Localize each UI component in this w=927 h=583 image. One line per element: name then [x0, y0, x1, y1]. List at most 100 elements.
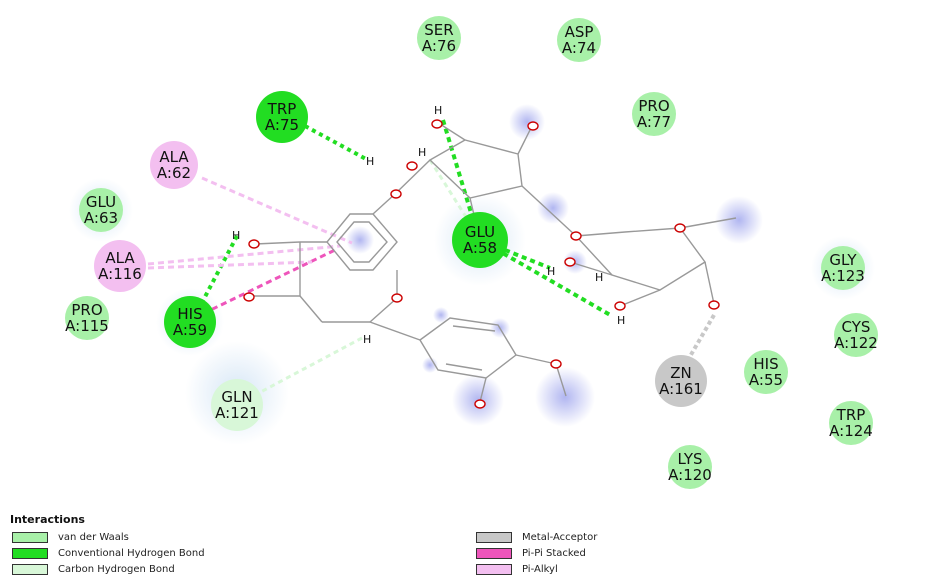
residue-disc — [65, 296, 109, 340]
oxygen-atoms — [243, 119, 720, 409]
interaction-diagram: H H H H H H H H SERA:76ASPA:74PROA:77TRP… — [65, 16, 878, 489]
hydrogen-atoms: H H H H H H H H — [232, 104, 625, 346]
residue-name: TRP — [267, 100, 297, 118]
legend-item-metal: Metal-Acceptor — [476, 530, 597, 544]
legend-label: van der Waals — [58, 531, 129, 543]
residue-name: HIS — [177, 305, 202, 323]
residue-disc — [557, 18, 601, 62]
legend-label: Carbon Hydrogen Bond — [58, 563, 175, 575]
residue-disc — [164, 296, 216, 348]
legend-item-vdw: van der Waals — [12, 530, 129, 544]
residue-chain-number: A:55 — [749, 371, 783, 389]
residue-name: GLN — [221, 388, 252, 406]
residue-disc — [211, 379, 263, 431]
residue-name: ZN — [670, 364, 692, 382]
hbond-his59 — [195, 235, 239, 313]
residue-disc — [256, 91, 308, 143]
legend-swatch-metal — [476, 531, 512, 543]
legend-item-pipi: Pi-Pi Stacked — [476, 546, 586, 560]
residue-name: HIS — [753, 355, 778, 373]
residue-disc — [821, 246, 865, 290]
ligand — [250, 123, 737, 403]
h-atom: H — [232, 229, 240, 242]
residue-disc — [632, 92, 676, 136]
legend-swatch-pialkyl — [476, 563, 512, 575]
pipi-his59 — [193, 248, 336, 320]
residue-chain-number: A:58 — [463, 239, 497, 257]
residue-disc — [452, 212, 508, 268]
residue-name: LYS — [677, 450, 702, 468]
residue-chain-number: A:123 — [821, 267, 865, 285]
legend-label: Conventional Hydrogen Bond — [58, 547, 205, 559]
h-atom: H — [418, 146, 426, 159]
hbond-trp75 — [304, 124, 367, 161]
legend-label: Pi-Pi Stacked — [522, 547, 586, 559]
legend-title: Interactions — [10, 513, 85, 526]
residue-chain-number: A:77 — [637, 113, 671, 131]
legend-item-hbond: Conventional Hydrogen Bond — [12, 546, 205, 560]
legend-swatch-pipi — [476, 547, 512, 559]
h-atom: H — [363, 333, 371, 346]
pialkyl-ala116 — [147, 244, 341, 266]
legend-label: Pi-Alkyl — [522, 563, 558, 575]
residue-name: PRO — [638, 97, 669, 115]
legend-item-pialkyl: Pi-Alkyl — [476, 562, 558, 576]
pialkyl-ala116b — [147, 260, 313, 270]
residue-disc — [829, 401, 873, 445]
residue-name: ALA — [105, 249, 135, 267]
residue-chain-number: A:116 — [98, 265, 142, 283]
residue-disc — [744, 350, 788, 394]
chbond-gln121 — [254, 336, 363, 397]
residue-disc — [655, 355, 707, 407]
residue-name: PRO — [71, 301, 102, 319]
residue-disc — [668, 445, 712, 489]
hbond-glu58-h3 — [479, 238, 613, 318]
residue-name: ASP — [565, 23, 594, 41]
legend-swatch-chbond — [12, 563, 48, 575]
h-atom: H — [366, 155, 374, 168]
residue-disc — [834, 313, 878, 357]
residue-name: CYS — [842, 318, 871, 336]
residue-chain-number: A:124 — [829, 422, 873, 440]
residue-chain-number: A:122 — [834, 334, 878, 352]
residue-chain-number: A:121 — [215, 404, 259, 422]
residue-chain-number: A:59 — [173, 321, 207, 339]
legend-swatch-hbond — [12, 547, 48, 559]
residue-name: GLU — [465, 223, 495, 241]
residue-chain-number: A:120 — [668, 466, 712, 484]
residue-chain-number: A:63 — [84, 209, 118, 227]
h-atom: H — [547, 265, 555, 278]
h-atom: H — [595, 271, 603, 284]
residue-chain-number: A:161 — [659, 380, 703, 398]
legend-item-chbond: Carbon Hydrogen Bond — [12, 562, 175, 576]
ring-a-inner — [336, 221, 388, 263]
residue-disc — [79, 188, 123, 232]
residue-chain-number: A:62 — [157, 164, 191, 182]
metal-zn161 — [679, 313, 716, 374]
residue-name: GLU — [86, 193, 116, 211]
residue-chain-number: A:76 — [422, 37, 456, 55]
residue-disc — [150, 141, 198, 189]
residue-chain-number: A:75 — [265, 116, 299, 134]
pialkyl-ala62 — [201, 176, 353, 245]
h-atom: H — [617, 314, 625, 327]
residue-name: TRP — [836, 406, 866, 424]
legend-label: Metal-Acceptor — [522, 531, 598, 543]
residue-disc — [94, 240, 146, 292]
sugar-1 — [428, 139, 523, 199]
residue-name: SER — [424, 21, 453, 39]
residue-name: GLY — [829, 251, 857, 269]
residue-chain-number: A:115 — [65, 317, 109, 335]
